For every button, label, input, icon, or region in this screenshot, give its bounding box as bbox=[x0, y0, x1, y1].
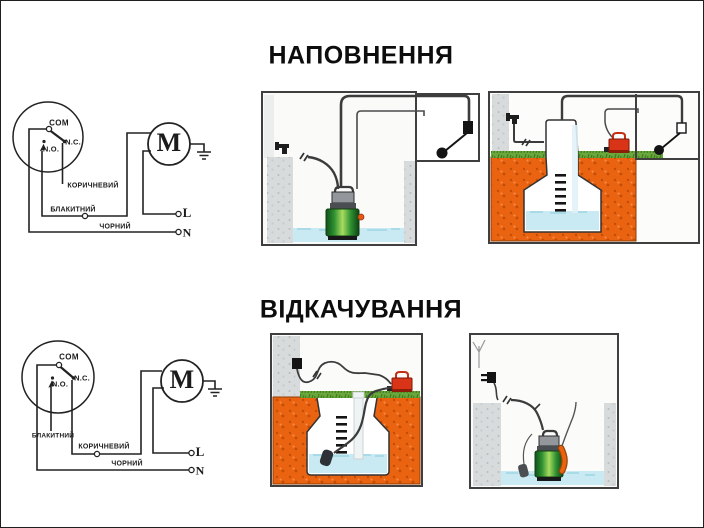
twig-icon bbox=[472, 339, 486, 368]
level-gauge bbox=[336, 416, 347, 454]
hose-coupling bbox=[521, 138, 531, 147]
power-plug-icon bbox=[487, 372, 496, 383]
com-terminal bbox=[55, 361, 63, 369]
label-com: COM bbox=[49, 118, 69, 128]
terminal-L bbox=[175, 210, 182, 218]
water-stream bbox=[572, 125, 578, 213]
inlet-hose bbox=[307, 155, 340, 190]
wall-bracket bbox=[292, 358, 302, 369]
terminal-L bbox=[188, 449, 195, 457]
illustration-draining-cistern bbox=[270, 333, 423, 487]
float-bracket bbox=[463, 121, 473, 134]
circuit-filling-schematic bbox=[12, 101, 211, 236]
label-terminal-n: N bbox=[182, 225, 192, 240]
no-contact-dot bbox=[50, 376, 55, 380]
hose bbox=[510, 398, 545, 431]
hose-coupling bbox=[299, 152, 309, 162]
hose-coupling bbox=[502, 395, 512, 405]
label-terminal-n: N bbox=[195, 463, 205, 478]
terminal-N bbox=[188, 466, 195, 474]
float-ball bbox=[654, 145, 664, 155]
float-switch-box bbox=[635, 94, 698, 160]
label-wire-blue: БЛАКИТНИЙ bbox=[50, 206, 96, 214]
hose-coupling bbox=[312, 370, 322, 380]
label-wire-black: ЧОРНИЙ bbox=[111, 460, 143, 468]
float-bracket bbox=[676, 122, 687, 134]
green-pump bbox=[534, 450, 564, 478]
power-cord bbox=[493, 382, 499, 401]
ground-wire bbox=[203, 380, 216, 389]
fill-pipe bbox=[560, 94, 684, 123]
label-motor: M bbox=[156, 128, 182, 157]
label-wire-blue: БЛАКИТНИЙ bbox=[31, 432, 75, 440]
discharge-line bbox=[561, 401, 577, 447]
label-wire-brown: КОРИЧНЕВИЙ bbox=[67, 182, 119, 190]
pump-handle bbox=[395, 371, 409, 379]
illustration-filling-cistern bbox=[488, 91, 700, 244]
label-terminal-l: L bbox=[182, 205, 192, 220]
label-nc: N.C. bbox=[65, 137, 81, 147]
wire-blue bbox=[41, 132, 151, 217]
cable-hose bbox=[296, 360, 392, 385]
label-wire-black: ЧОРНИЙ bbox=[99, 223, 131, 231]
green-pump bbox=[325, 208, 360, 237]
title-draining: ВІДКАЧУВАННЯ bbox=[259, 295, 463, 324]
cable-weight bbox=[518, 463, 529, 478]
no-arrow-icon bbox=[39, 143, 46, 152]
wire-to-L bbox=[152, 387, 189, 454]
no-contact-dot bbox=[42, 139, 46, 144]
label-com: COM bbox=[59, 352, 79, 362]
ground-icon bbox=[208, 388, 222, 397]
ground-wire bbox=[190, 143, 205, 152]
discharge-pipe bbox=[339, 94, 471, 187]
wire-black bbox=[28, 128, 176, 233]
label-nc: N.C. bbox=[74, 373, 90, 383]
float-switch-circle bbox=[21, 340, 95, 414]
level-gauge bbox=[555, 174, 566, 212]
no-arrow-icon bbox=[48, 380, 55, 388]
water bbox=[526, 211, 599, 230]
switch-lever bbox=[49, 129, 65, 142]
label-no: N.O. bbox=[51, 379, 69, 389]
float-switch-circle bbox=[12, 101, 84, 173]
illustration-filling-pit bbox=[261, 91, 480, 246]
label-motor: M bbox=[169, 365, 195, 394]
wire-connector bbox=[93, 450, 101, 458]
float-ball bbox=[436, 147, 448, 159]
nc-contact-dot bbox=[71, 376, 76, 380]
float-cable bbox=[356, 110, 425, 189]
com-terminal bbox=[45, 125, 53, 133]
inlet-pipe bbox=[513, 124, 544, 143]
suction-hose bbox=[333, 385, 393, 454]
wire-brown bbox=[71, 370, 162, 455]
float-cable bbox=[604, 108, 639, 139]
float-switch-orange bbox=[559, 446, 567, 473]
circuit-draining-schematic bbox=[21, 340, 222, 474]
wire-black bbox=[36, 364, 189, 471]
pump-handle bbox=[541, 429, 559, 437]
float-sensor-dot bbox=[357, 213, 365, 221]
wire-to-L bbox=[142, 150, 176, 215]
ground-icon bbox=[197, 151, 211, 160]
label-no: N.O. bbox=[42, 144, 60, 154]
nc-contact-dot bbox=[62, 139, 67, 144]
label-wire-brown: КОРИЧНЕВИЙ bbox=[78, 443, 130, 451]
illustration-draining-pit bbox=[469, 333, 619, 489]
switch-lever bbox=[59, 365, 74, 379]
pump-handle bbox=[612, 132, 626, 140]
title-filling: НАПОВНЕННЯ bbox=[268, 41, 454, 70]
label-terminal-l: L bbox=[195, 444, 205, 459]
suction-strainer bbox=[319, 449, 334, 467]
pump-handle bbox=[333, 185, 355, 193]
wire-connector bbox=[81, 212, 89, 220]
terminal-N bbox=[175, 228, 182, 236]
